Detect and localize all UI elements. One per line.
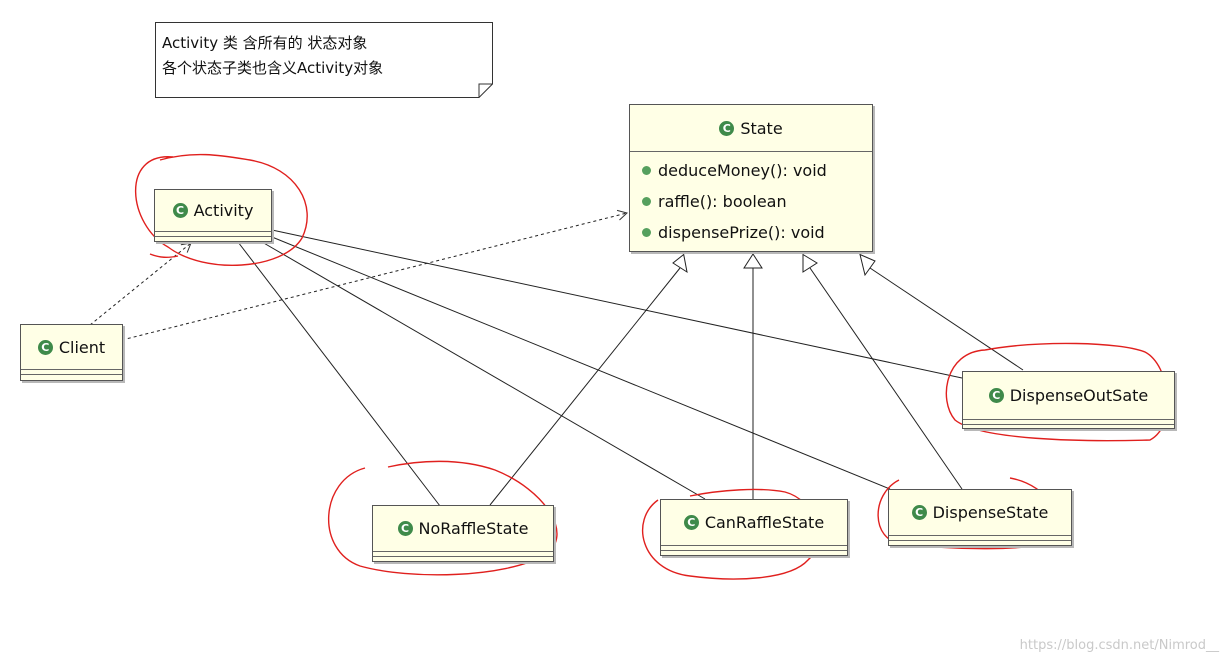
class-c-icon: C: [719, 120, 735, 136]
association-edges: [237, 229, 963, 507]
class-c-icon: C: [172, 203, 188, 218]
edge-client-activity: [89, 242, 192, 326]
class-norafflestate[interactable]: C NoRaffleState: [372, 505, 554, 562]
note-line-1: Activity 类 含所有的 状态对象: [162, 34, 368, 52]
class-dispensestate[interactable]: C DispenseState: [888, 489, 1072, 546]
generalization-edges: [489, 253, 1024, 506]
class-client[interactable]: C Client: [20, 324, 123, 381]
edge-activity-dispenseoutsate: [271, 229, 963, 379]
method-raffle[interactable]: raffle(): boolean: [630, 186, 872, 217]
method-label: raffle(): boolean: [658, 192, 787, 211]
watermark: https://blog.csdn.net/Nimrod__: [1019, 638, 1219, 653]
method-dispense-prize[interactable]: dispensePrize(): void: [630, 217, 872, 248]
note-box: Activity 类 含所有的 状态对象 各个状态子类也含义Activity对象: [155, 22, 493, 98]
class-name: CanRaffleState: [704, 513, 825, 532]
edge-activity-dispensestate: [271, 236, 891, 490]
inherit-arrow-norafflestate: [672, 253, 688, 274]
class-dispenseoutsate[interactable]: C DispenseOutSate: [962, 371, 1175, 429]
class-activity[interactable]: C Activity: [154, 189, 272, 242]
public-method-dot-icon: [642, 228, 651, 237]
class-c-icon: C: [911, 505, 927, 520]
class-name: State: [740, 118, 783, 138]
edge-client-state: [121, 209, 628, 341]
inherit-arrow-dispenseoutsate: [859, 253, 876, 277]
class-canrafflestate[interactable]: C CanRaffleState: [660, 499, 848, 556]
class-state[interactable]: C State deduceMoney(): void raffle(): bo…: [629, 104, 873, 252]
class-c-icon: C: [683, 515, 699, 530]
highlight-dispenseoutsate: [945, 342, 1169, 442]
edge-activity-canrafflestate: [261, 241, 706, 500]
class-c-icon: C: [988, 388, 1004, 403]
method-deduce-money[interactable]: deduceMoney(): void: [630, 155, 872, 186]
highlight-canrafflestate: [642, 488, 820, 580]
inherit-arrow-canrafflestate: [743, 253, 763, 269]
method-label: dispensePrize(): void: [658, 223, 825, 242]
method-label: deduceMoney(): void: [658, 161, 827, 180]
edge-activity-norafflestate: [237, 241, 441, 507]
class-name: NoRaffleState: [418, 519, 529, 538]
class-name: DispenseOutSate: [1009, 386, 1149, 405]
inherit-arrow-dispensestate: [802, 253, 818, 273]
class-name: Activity: [193, 201, 254, 220]
class-name: DispenseState: [932, 503, 1049, 522]
class-c-icon: C: [397, 521, 413, 536]
highlight-activity: [134, 153, 308, 266]
class-c-icon: C: [37, 339, 53, 355]
class-name: Client: [58, 337, 106, 357]
public-method-dot-icon: [642, 166, 651, 175]
note-shape: [155, 22, 493, 98]
public-method-dot-icon: [642, 197, 651, 206]
note-line-2: 各个状态子类也含义Activity对象: [162, 59, 384, 77]
